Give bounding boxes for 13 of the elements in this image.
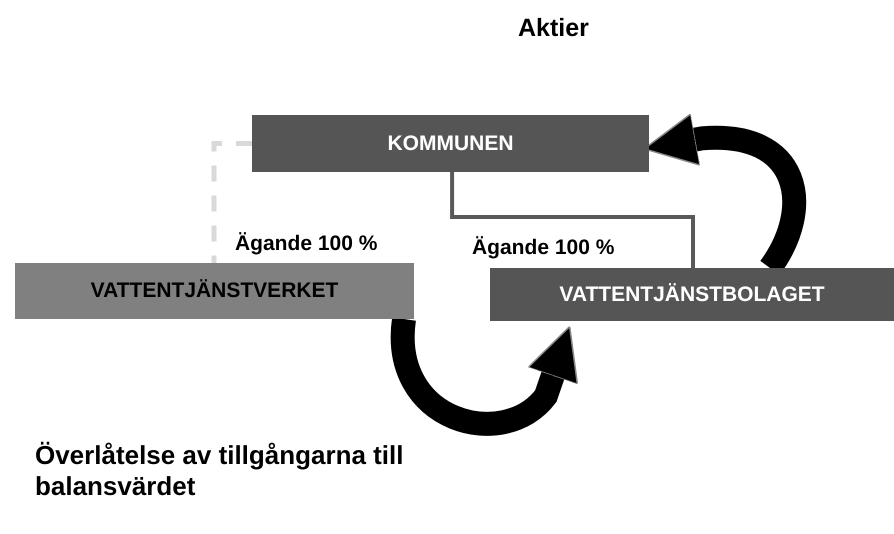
connector-line (211, 141, 252, 263)
connector-line (450, 172, 695, 268)
entity-box (490, 268, 894, 321)
flow-label: Aktier (518, 14, 590, 43)
entity-box (15, 263, 414, 319)
edge-label: Ägande 100 % (470, 236, 616, 260)
box-title: KOMMUNEN (388, 132, 514, 156)
box-title: VATTENTJÄNSTBOLAGET (559, 282, 825, 306)
edge-label: Ägande 100 % (233, 232, 380, 256)
note-text: Överlåtelse av tillgångarna till balansvärdet (35, 440, 404, 502)
curved-arrow (390, 318, 578, 436)
entity-box (252, 115, 649, 172)
box-title: VATTENTJÄNSTVERKET (90, 279, 338, 303)
